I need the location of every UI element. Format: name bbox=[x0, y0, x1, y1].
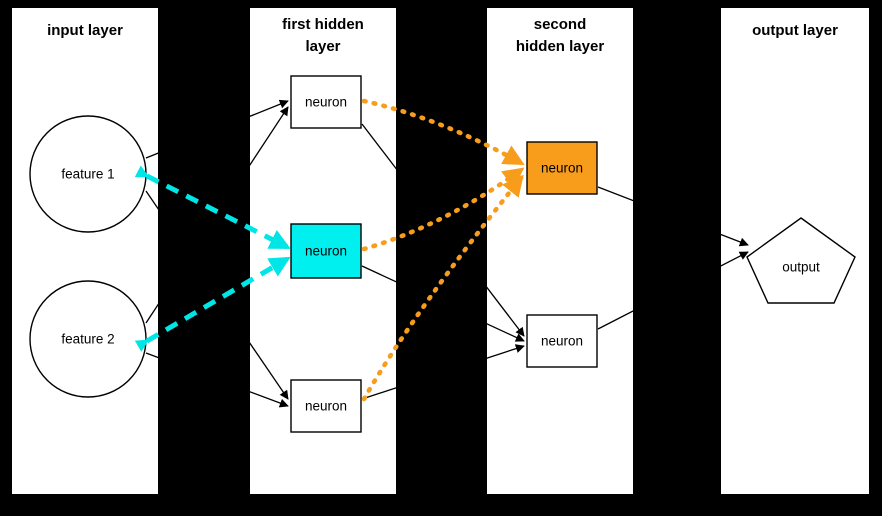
hidden1-top-label: neuron bbox=[305, 95, 347, 110]
edge-feature1-to-h1top bbox=[145, 99, 289, 159]
panel-background-input-layer bbox=[12, 8, 158, 494]
hidden2-top-label: neuron bbox=[541, 161, 583, 176]
node-hidden2-top-highlighted[interactable]: neuron bbox=[526, 141, 598, 195]
output-label: output bbox=[782, 260, 820, 275]
panel-title-input-layer: input layer bbox=[47, 22, 123, 39]
output-pentagon[interactable] bbox=[746, 217, 856, 304]
edge-highlight-hidden1middle-hidden2top bbox=[361, 167, 525, 252]
node-hidden2-bottom[interactable]: neuron bbox=[526, 314, 598, 368]
hidden1-top-box[interactable] bbox=[290, 75, 362, 129]
edges-plain bbox=[145, 99, 749, 408]
panel-input-layer: input layer bbox=[12, 8, 158, 494]
edge-h2bot-to-output bbox=[597, 251, 749, 330]
hidden2-bottom-box[interactable] bbox=[526, 314, 598, 368]
hidden1-bottom-label: neuron bbox=[305, 399, 347, 414]
edge-h1mid-to-h2bot bbox=[361, 265, 525, 342]
edge-feature2-to-h1bot bbox=[145, 352, 289, 408]
feature-1-label: feature 1 bbox=[61, 167, 114, 182]
panel-title-first-hidden-layer-line1: first hidden bbox=[282, 16, 364, 33]
panel-title-first-hidden-layer-line2: layer bbox=[305, 38, 340, 55]
node-hidden1-bottom[interactable]: neuron bbox=[290, 379, 362, 433]
edge-highlight-hidden1top-hidden2top bbox=[361, 98, 525, 166]
hidden2-top-box[interactable] bbox=[526, 141, 598, 195]
edge-highlight-feature1-hidden1middle bbox=[134, 165, 291, 250]
layer-panels: input layer first hidden layer second hi… bbox=[12, 8, 869, 494]
node-output[interactable]: output bbox=[746, 217, 856, 304]
panel-title-output-layer: output layer bbox=[752, 22, 838, 39]
edge-highlight-feature2-hidden1middle bbox=[134, 256, 291, 352]
edge-h1bot-to-h2bot bbox=[361, 344, 525, 400]
edges-highlight-orange bbox=[361, 98, 525, 402]
hidden1-middle-box[interactable] bbox=[290, 223, 362, 279]
node-hidden1-top[interactable]: neuron bbox=[290, 75, 362, 129]
node-hidden1-middle-highlighted[interactable]: neuron bbox=[290, 223, 362, 279]
edge-highlight-hidden1bottom-hidden2top bbox=[361, 174, 524, 402]
feature-2-label: feature 2 bbox=[61, 332, 114, 347]
panel-title-second-hidden-layer-line2: hidden layer bbox=[516, 38, 605, 55]
edge-h1top-to-h2bot bbox=[361, 123, 525, 337]
nodes: feature 1 feature 2 neuron neuron neuron bbox=[29, 75, 856, 433]
edges-highlight-cyan bbox=[134, 165, 291, 352]
panel-title-second-hidden-layer-line1: second bbox=[534, 16, 587, 33]
edge-h2top-to-output bbox=[597, 186, 749, 247]
node-feature-2[interactable]: feature 2 bbox=[29, 280, 147, 398]
hidden1-bottom-box[interactable] bbox=[290, 379, 362, 433]
node-feature-1[interactable]: feature 1 bbox=[29, 115, 147, 233]
hidden1-middle-label: neuron bbox=[305, 244, 347, 259]
panel-background-second-hidden-layer bbox=[487, 8, 633, 494]
panel-second-hidden-layer: second hidden layer bbox=[487, 8, 633, 494]
hidden2-bottom-label: neuron bbox=[541, 334, 583, 349]
